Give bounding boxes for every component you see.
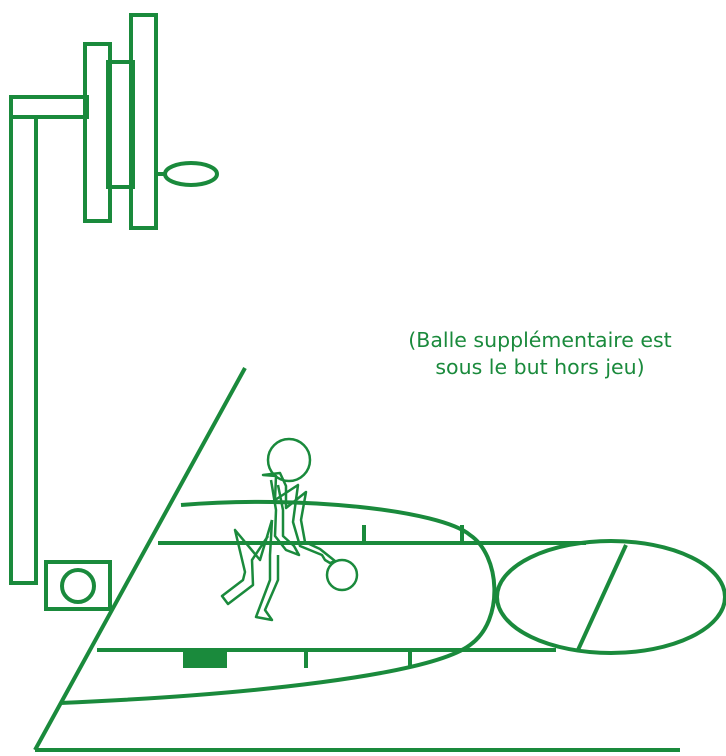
backboard-front xyxy=(129,13,158,230)
player-left-arm xyxy=(269,479,301,557)
player-right-leg xyxy=(220,519,274,606)
court-left-sideline xyxy=(33,367,247,751)
basketball-hoop-icon xyxy=(163,161,219,187)
key-arc-top xyxy=(59,499,497,705)
note-line-2: sous le but hors jeu) xyxy=(435,355,645,379)
ball-icon xyxy=(325,558,359,592)
spare-ball-icon xyxy=(60,568,96,604)
player-head xyxy=(266,437,312,483)
lane-block-marker xyxy=(183,651,227,668)
out-of-play-note: (Balle supplémentaire est sous le but ho… xyxy=(350,327,726,381)
stand-pole xyxy=(9,115,38,585)
stick-figure-player-icon xyxy=(220,437,359,622)
player-torso xyxy=(261,471,337,565)
spare-ball-container xyxy=(44,560,112,611)
note-line-1: (Balle supplémentaire est xyxy=(408,328,672,352)
basket-stand xyxy=(9,13,219,585)
player-left-leg xyxy=(254,519,280,622)
free-throw-circle-divider xyxy=(576,544,628,651)
free-throw-circle xyxy=(495,539,726,655)
stand-arm xyxy=(9,95,89,119)
spare-ball-box xyxy=(44,560,112,611)
court xyxy=(33,367,726,752)
